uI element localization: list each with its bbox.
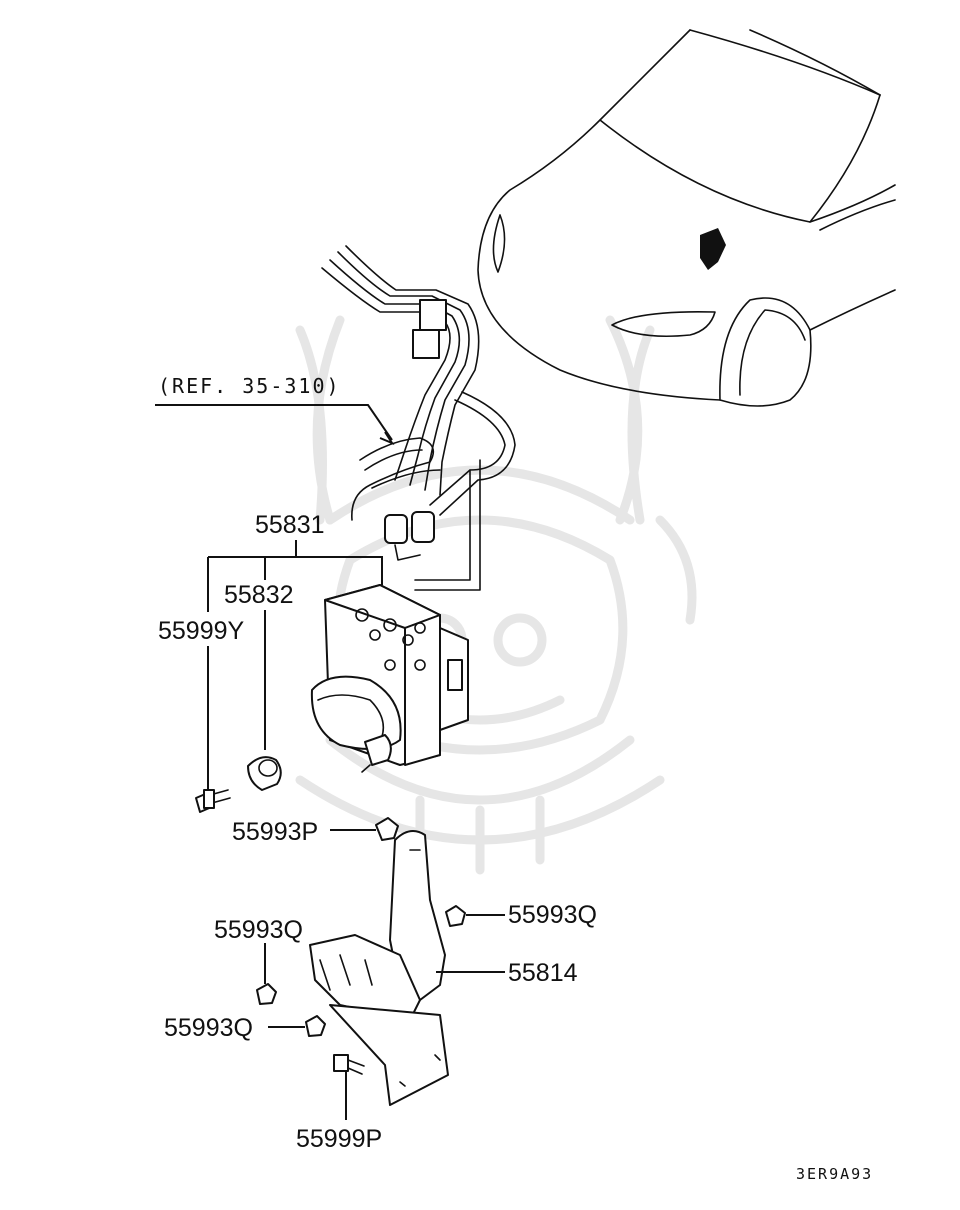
diagram-code: 3ER9A93 bbox=[796, 1165, 873, 1183]
label-55831: 55831 bbox=[255, 511, 325, 539]
brake-pipes bbox=[321, 245, 516, 591]
nut-55993P bbox=[375, 817, 399, 841]
label-55993P: 55993P bbox=[232, 818, 318, 846]
bracket-55814 bbox=[309, 830, 449, 1106]
nut-55993Q-left-lower bbox=[305, 1015, 326, 1037]
label-55999P: 55999P bbox=[296, 1125, 382, 1153]
ref-label: (REF. 35-310) bbox=[158, 374, 341, 398]
label-55993Q-left-upper: 55993Q bbox=[214, 916, 303, 944]
bushing-55832 bbox=[247, 756, 282, 791]
car-front-outline bbox=[477, 29, 896, 407]
bolt-55999Y bbox=[195, 789, 231, 813]
abs-hydraulic-unit bbox=[310, 584, 469, 773]
label-55993Q-right: 55993Q bbox=[508, 901, 597, 929]
label-55832: 55832 bbox=[224, 581, 294, 609]
label-55814: 55814 bbox=[508, 959, 578, 987]
label-55999Y: 55999Y bbox=[158, 617, 245, 645]
bolt-55999P bbox=[333, 1054, 365, 1075]
leader-lines bbox=[155, 404, 505, 1120]
nut-55993Q-left-upper bbox=[256, 983, 277, 1005]
nut-55993Q-right bbox=[445, 905, 466, 927]
label-55993Q-left-lower: 55993Q bbox=[164, 1014, 253, 1042]
